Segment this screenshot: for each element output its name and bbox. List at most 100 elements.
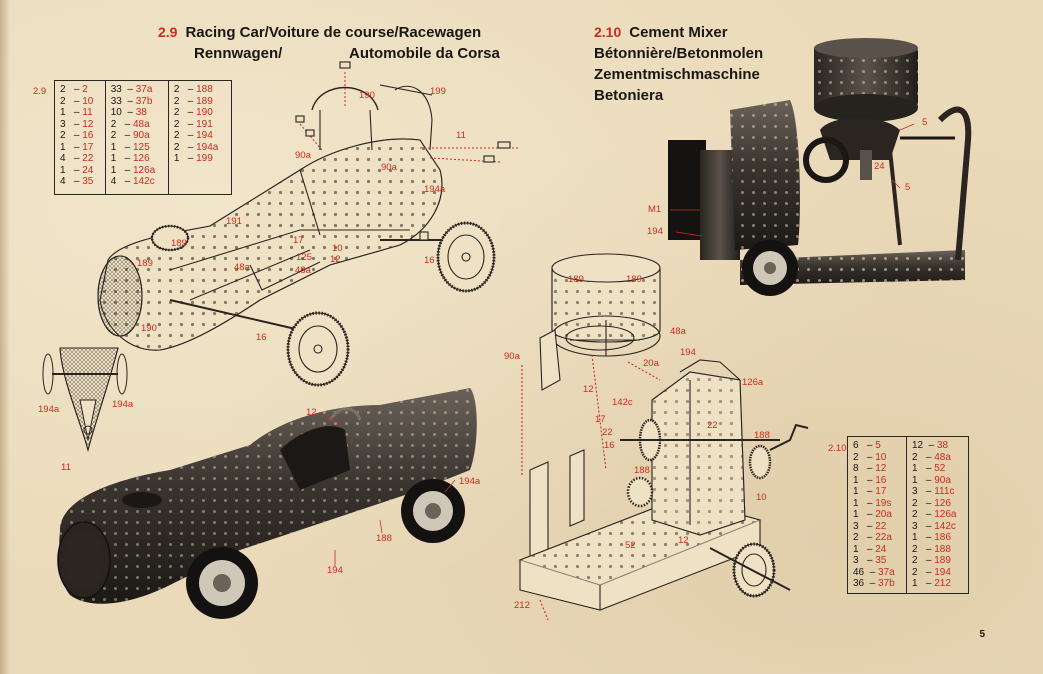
callout-189: 189 <box>171 238 187 249</box>
callout-m-22-b: 22 <box>707 420 718 431</box>
part-quantity: 2 – <box>911 451 935 463</box>
callout-190-b: 190 <box>141 323 157 334</box>
part-quantity: 12 – <box>911 440 937 451</box>
cement-mixer-section-number: 2.10 <box>594 24 622 40</box>
racing-car-parts-entry: 2 – 194 <box>174 130 225 142</box>
part-number: 17 <box>82 141 94 153</box>
racing-car-parts-entry: 3 – 12 <box>60 119 99 131</box>
part-number: 111c <box>934 486 955 497</box>
callout-m-17: 17 <box>595 414 606 425</box>
part-quantity: 3 – <box>60 118 83 130</box>
part-quantity: 2 – <box>173 141 197 153</box>
callout-17: 17 <box>293 235 304 246</box>
callout-m-212: 212 <box>514 600 530 611</box>
part-number: 35 <box>875 555 887 566</box>
callout-m-90a: 90a <box>504 351 520 362</box>
part-number: 126 <box>934 497 951 509</box>
callout-90a-2: 90a <box>381 162 397 173</box>
cement-mixer-parts-entry: 2 – 22a <box>853 532 900 544</box>
part-quantity: 1 – <box>173 153 197 164</box>
cement-mixer-parts-entry: 3 – 142c <box>912 521 962 533</box>
racing-car-photo <box>57 388 477 619</box>
callout-194a: 194a <box>424 184 446 195</box>
callout-16-b: 16 <box>256 332 267 343</box>
part-number: 194a <box>196 141 219 153</box>
part-number: 188 <box>196 84 213 95</box>
racing-car-parts-entry: 4 – 22 <box>60 153 99 165</box>
part-quantity: 1 – <box>853 474 876 486</box>
part-quantity: 1 – <box>853 486 876 497</box>
racing-car-parts-entry: 4 – 142c <box>111 176 162 188</box>
cement-mixer-parts-entry: 2 – 48a <box>912 452 962 464</box>
part-quantity: 3 – <box>853 520 876 532</box>
part-number: 212 <box>934 578 951 589</box>
part-quantity: 2 – <box>60 84 83 95</box>
part-quantity: 1 – <box>853 543 876 555</box>
racing-car-parts-entry: 1 – 125 <box>111 142 162 154</box>
part-number: 22 <box>875 520 887 532</box>
part-quantity: 2 – <box>853 532 876 543</box>
racing-car-parts-entry: 33 – 37b <box>111 96 162 108</box>
part-quantity: 2 – <box>110 130 133 141</box>
part-quantity: 2 – <box>173 107 197 118</box>
part-number: 38 <box>135 107 147 118</box>
cement-mixer-parts-entry: 3 – 22 <box>853 521 900 533</box>
racing-car-parts-entry: 2 – 191 <box>174 119 225 131</box>
cement-mixer-parts-entry: 1 – 17 <box>853 486 900 498</box>
part-number: 190 <box>196 107 213 118</box>
part-quantity: 2 – <box>173 118 197 130</box>
cement-mixer-title-line4: Betoniera <box>594 87 664 104</box>
callout-191: 191 <box>226 216 242 227</box>
callout-199: 199 <box>430 86 446 97</box>
callout-194a-photo: 194a <box>459 476 481 487</box>
part-number: 189 <box>196 95 213 107</box>
part-number: 12 <box>82 118 94 130</box>
callout-194-photo: 194 <box>327 565 343 576</box>
page-spine-shadow <box>0 0 10 674</box>
part-quantity: 1 – <box>110 164 133 176</box>
part-number: 37a <box>135 84 153 95</box>
racing-car-parts-entry: 2 – 48a <box>111 119 162 131</box>
part-number: 125 <box>132 141 150 153</box>
part-number: 194 <box>196 130 213 141</box>
part-number: 35 <box>82 176 94 187</box>
cement-mixer-parts-entry: 36 – 37b <box>853 578 900 590</box>
part-quantity: 6 – <box>853 440 876 451</box>
part-quantity: 4 – <box>110 176 133 187</box>
part-quantity: 1 – <box>60 141 83 153</box>
part-quantity: 2 – <box>911 566 935 578</box>
part-number: 2 <box>82 84 88 95</box>
racing-car-parts-entry: 2 – 10 <box>60 96 99 108</box>
cement-mixer-parts-entry: 2 – 188 <box>912 544 962 556</box>
callout-m-12: 12 <box>583 384 594 395</box>
part-quantity: 3 – <box>853 555 876 566</box>
cement-mixer-parts-entry: 2 – 194 <box>912 567 962 579</box>
racing-car-parts-entry: 1 – 17 <box>60 142 99 154</box>
part-quantity: 2 – <box>173 84 197 95</box>
part-number: 48a <box>132 118 150 130</box>
part-quantity: 2 – <box>853 451 876 463</box>
racing-car-parts-entry: 2 – 190 <box>174 107 225 119</box>
cement-mixer-parts-entry: 1 – 52 <box>912 463 962 475</box>
part-quantity: 2 – <box>173 95 197 107</box>
racing-car-exploded-drawing <box>97 61 520 387</box>
part-number: 16 <box>875 474 887 486</box>
part-number: 142c <box>132 176 155 187</box>
cement-mixer-parts-entry: 1 – 90a <box>912 475 962 487</box>
racing-car-parts-entry: 1 – 126 <box>111 153 162 165</box>
racing-car-title-line1: Racing Car/Voiture de course/Racewagen <box>185 24 482 41</box>
callout-m-24: 24 <box>874 161 885 172</box>
callout-m-5: 5 <box>922 117 928 128</box>
cement-mixer-parts-entry: 6 – 5 <box>853 440 900 452</box>
cement-mixer-title-line3: Zementmischmaschine <box>594 66 760 83</box>
racing-car-parts-entry: 2 – 189 <box>174 96 225 108</box>
cement-mixer-parts-entry: 2 – 126a <box>912 509 962 521</box>
racing-car-parts-entry: 2 – 16 <box>60 130 99 142</box>
part-number: 16 <box>82 130 94 141</box>
callout-189-b: 189 <box>137 258 153 269</box>
part-number: 20a <box>875 509 892 520</box>
part-number: 189 <box>934 555 951 566</box>
